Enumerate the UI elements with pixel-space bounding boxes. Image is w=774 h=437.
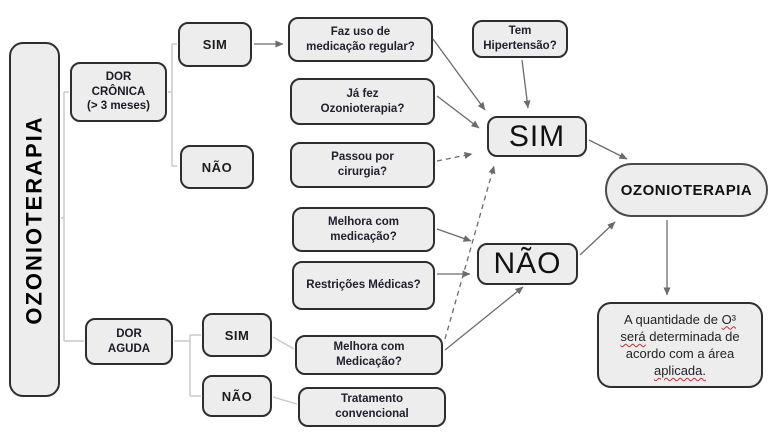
node-tratamento-convencional: Tratamento convencional (298, 387, 446, 427)
note-aplicada-misspelled: aplicada. (653, 363, 707, 379)
node-ja-fez-ozonioterapia: Já fez Ozonioterapia? (290, 78, 435, 125)
node-nao-aguda: NÃO (202, 375, 272, 417)
note-o3-misspelled: O³ (721, 311, 737, 327)
line-aguda-simnao (174, 334, 201, 397)
node-tem-hipertensao: Tem Hipertensão? (472, 20, 568, 58)
node-sim-aguda: SIM (202, 313, 272, 357)
note-line-4: aplicada. (654, 362, 706, 379)
root-label: OZONIOTERAPIA (21, 114, 47, 325)
node-restricoes-medicas: Restrições Médicas? (292, 261, 435, 310)
node-passou-cirurgia: Passou por cirurgia? (290, 142, 435, 188)
line-cronica-simnao (168, 43, 177, 167)
node-melhora-medicacao-1: Melhora com medicação? (292, 207, 435, 252)
line-simaguda-melhora2 (272, 336, 295, 350)
arrow-passou-to-bigsim (436, 152, 473, 162)
note-line-3: acordo com a área (625, 346, 735, 361)
node-dor-aguda: DOR AGUDA (85, 318, 173, 365)
node-big-sim: SIM (487, 116, 587, 157)
node-nao-cronica: NÃO (180, 145, 254, 189)
node-melhora-medicacao-2: Melhora com Medicação? (295, 335, 443, 375)
note-text: determinada de (645, 328, 740, 344)
note-line-2: será determinada de (620, 328, 739, 345)
arrow-hipertensao-to-bigsim (521, 59, 531, 109)
node-ozonioterapia-result: OZONIOTERAPIA (605, 163, 768, 217)
arrow-melhora2-to-bignao (444, 286, 524, 351)
arrow-jafez-to-bigsim (436, 95, 480, 129)
arrow-melhora1-to-bignao (436, 228, 472, 242)
line-naoaguda-tratamento (272, 396, 298, 405)
node-big-nao: NÃO (477, 243, 578, 285)
note-sera-misspelled: será (620, 328, 646, 344)
note-text: A quantidade de (623, 311, 722, 327)
node-dor-cronica: DOR CRÔNICA (> 3 meses) (70, 62, 167, 122)
node-quantity-note: A quantidade de O³ será determinada de a… (597, 302, 763, 388)
node-faz-uso-medicacao: Faz uso de medicação regular? (288, 17, 433, 62)
note-line-1: A quantidade de O³ (624, 311, 736, 328)
node-sim-cronica: SIM (178, 22, 252, 67)
arrow-bignao-to-ozonio (579, 221, 616, 256)
arrow-bigsim-to-ozonio (588, 139, 628, 160)
node-root-ozonioterapia: OZONIOTERAPIA (9, 42, 60, 397)
line-root-branches (61, 91, 84, 342)
